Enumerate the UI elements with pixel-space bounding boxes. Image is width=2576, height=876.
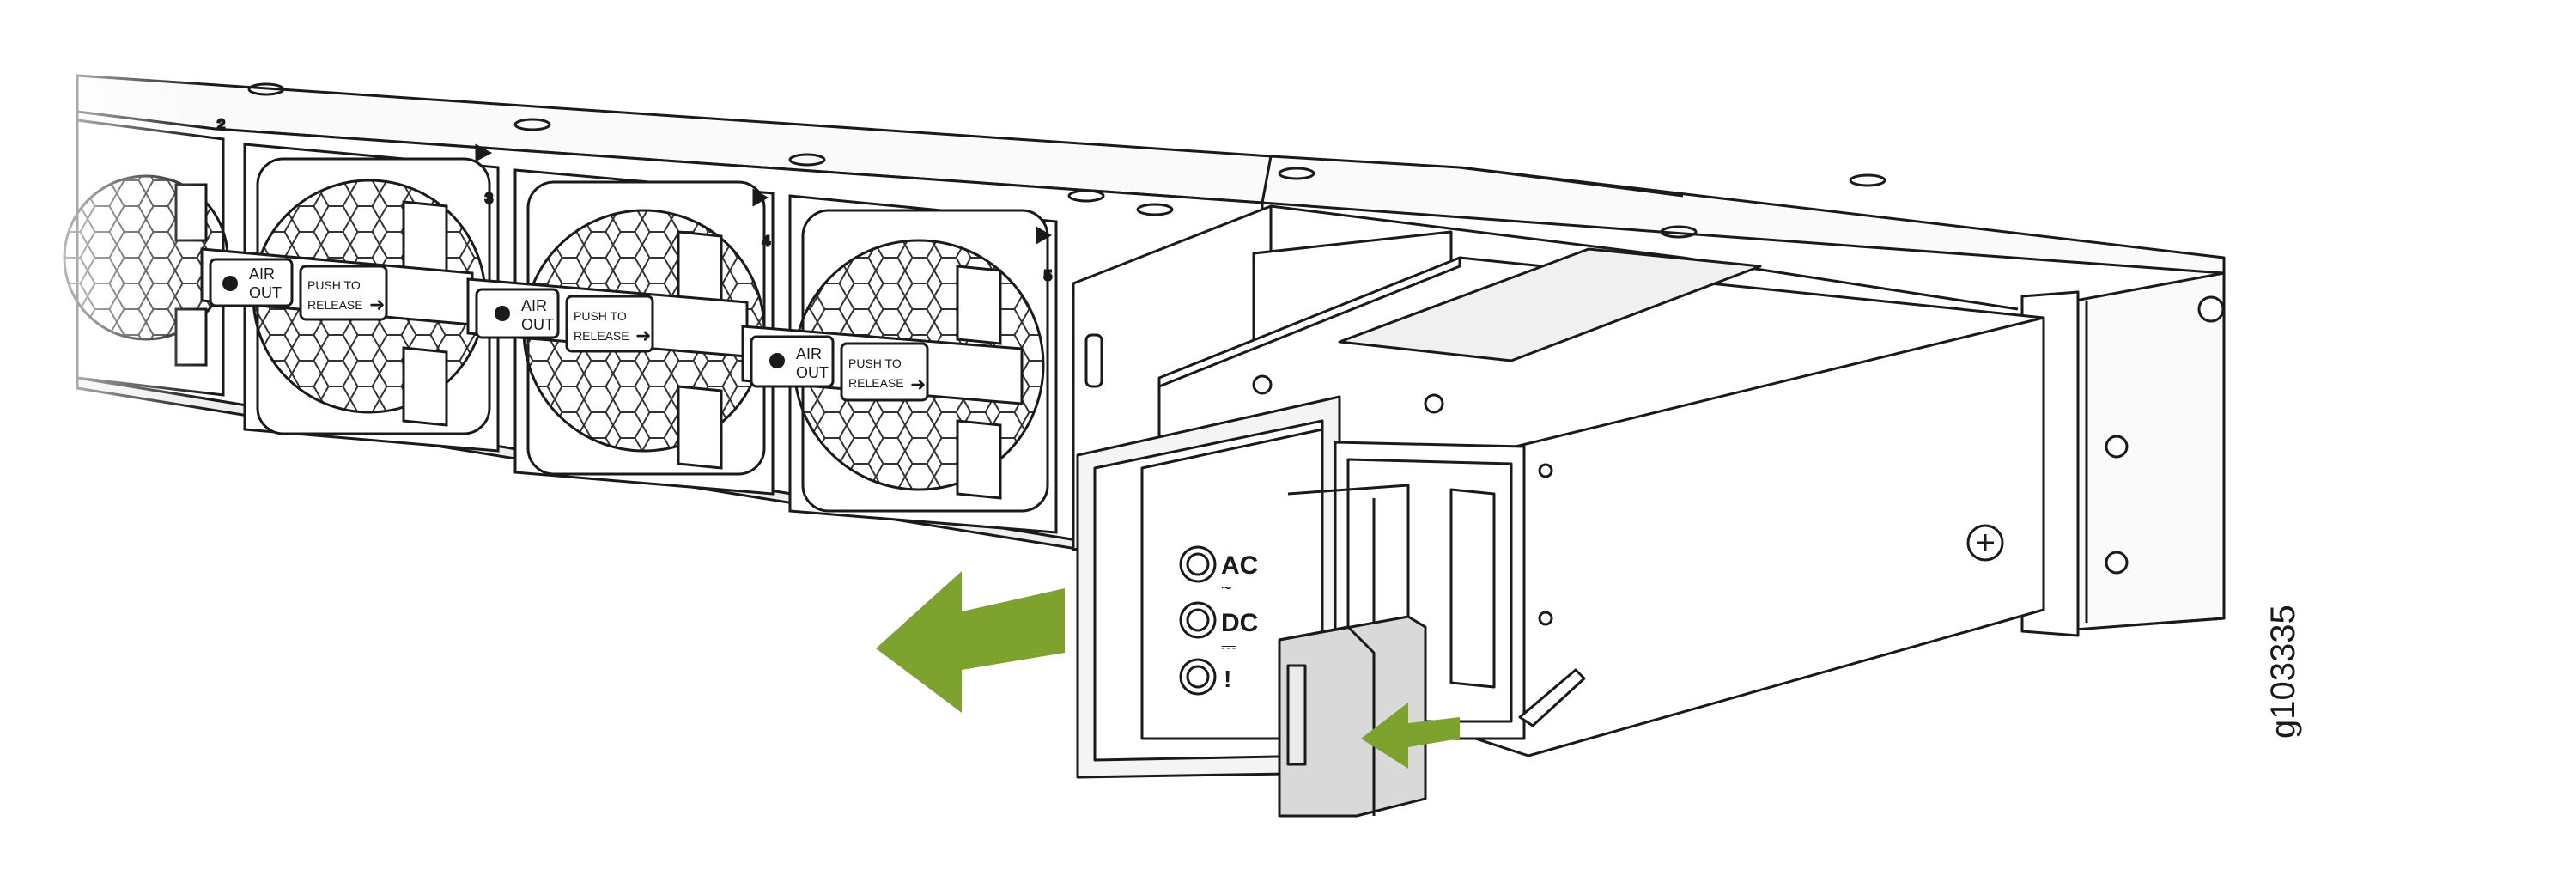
fan-label-strip-5: [741, 325, 1024, 405]
led-label-ac: AC: [1221, 551, 1258, 580]
release-label: RELEASE: [848, 376, 904, 390]
fan-icon: [222, 276, 785, 368]
arrow-right-icon: ➜: [910, 374, 926, 395]
left-fade: [0, 52, 206, 447]
fan-number-label: 5: [1044, 269, 1052, 283]
pull-arrow-icon: [876, 571, 1065, 713]
psu-handle[interactable]: [1278, 615, 1427, 818]
led-label-dc: DC: [1221, 609, 1258, 637]
psu-led-dc: [1179, 601, 1217, 639]
led-symbol-ac: ~: [1221, 577, 1232, 599]
air-label: AIR: [796, 345, 822, 362]
fan-label-strip-3: [200, 247, 474, 326]
release-label: RELEASE: [574, 329, 629, 343]
ear-hole-top: [2105, 435, 2129, 459]
out-label: OUT: [521, 316, 554, 333]
release-label: RELEASE: [307, 298, 363, 312]
psu-led-labels: AC ~ DC ⎓ !: [1221, 551, 1258, 692]
psu-top-label: [1338, 247, 1762, 362]
led-label-fault: !: [1224, 666, 1231, 692]
arrow-right-icon: ➜: [369, 294, 385, 315]
fan-module-2-label: 2: [216, 117, 227, 134]
push-label: PUSH TO: [307, 278, 361, 292]
out-label: OUT: [249, 284, 282, 301]
fan-label-strip-4: [466, 277, 749, 358]
led-symbol-dc: ⎓: [1221, 636, 1236, 657]
fan-number-label: 4: [762, 234, 770, 249]
psu-ejector-latch[interactable]: [1518, 668, 1586, 727]
figure-id-label: g103335: [2264, 605, 2302, 739]
psu-led-fault: [1179, 658, 1217, 696]
fan-number-label: 3: [485, 192, 493, 206]
fan-number-label: 2: [217, 118, 225, 132]
air-label: AIR: [249, 265, 275, 283]
out-label: OUT: [796, 364, 829, 381]
press-arrow-icon: [1361, 703, 1460, 769]
push-label: PUSH TO: [574, 309, 627, 323]
ear-hole-bottom: [2105, 551, 2129, 575]
push-label: PUSH TO: [848, 356, 902, 370]
air-label: AIR: [521, 297, 547, 314]
screw-icon: [247, 82, 1886, 239]
psu-led-ac: [1179, 545, 1217, 583]
fan-labels: AIR OUT PUSH TO RELEASE ➜ AIR OUT PUSH T…: [222, 265, 926, 395]
arrow-right-icon: ➜: [635, 325, 651, 346]
psu-bay: [1072, 204, 2045, 818]
